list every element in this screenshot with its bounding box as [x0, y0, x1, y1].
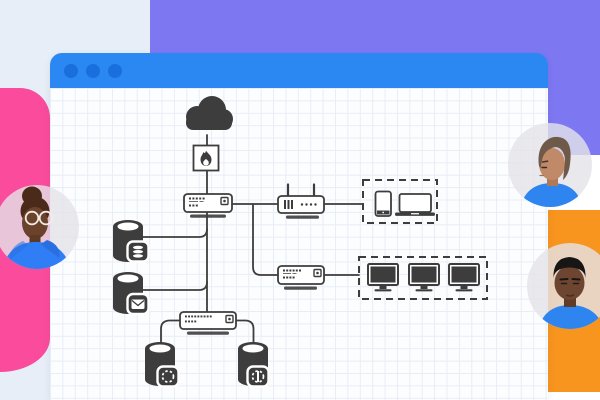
monitor-group[interactable] — [358, 256, 488, 300]
avatar-man-top — [508, 123, 592, 207]
database-dotted-icon[interactable] — [145, 342, 180, 388]
monitor-icon[interactable] — [367, 263, 399, 292]
database-mail-icon[interactable] — [113, 272, 150, 316]
edge-switch-icon[interactable] — [179, 311, 237, 335]
avatar-woman-art — [3, 186, 70, 269]
window-control-dot-2[interactable] — [86, 63, 100, 78]
browser-window — [50, 53, 548, 400]
connector-lines[interactable] — [142, 134, 364, 345]
lan-switch-icon[interactable] — [277, 265, 325, 290]
browser-titlebar — [50, 53, 548, 88]
database-disks-icon[interactable] — [113, 220, 150, 263]
firewall-flame-icon[interactable] — [192, 144, 220, 172]
endpoint-devices-group[interactable] — [362, 179, 438, 224]
diagram-canvas[interactable] — [50, 88, 548, 400]
dotted-circle-badge-icon — [156, 365, 180, 388]
mail-badge-icon — [126, 292, 150, 316]
avatar-man-bottom — [527, 243, 600, 329]
laptop-icon[interactable] — [395, 193, 435, 216]
window-control-dot-3[interactable] — [108, 63, 122, 78]
database-power-icon[interactable] — [238, 342, 270, 388]
cloud-icon[interactable] — [186, 96, 233, 130]
avatar-woman — [0, 185, 79, 269]
avatar-man-bottom-art — [539, 257, 600, 329]
smartphone-icon[interactable] — [374, 190, 392, 217]
core-switch-icon[interactable] — [183, 193, 233, 218]
dotted-power-badge-icon — [246, 365, 270, 388]
wireless-router-icon[interactable] — [277, 183, 325, 219]
monitor-icon[interactable] — [448, 263, 480, 292]
disks-badge-icon — [126, 240, 150, 263]
monitor-icon[interactable] — [408, 263, 440, 292]
window-control-dot-1[interactable] — [64, 63, 78, 78]
avatar-man-top-art — [521, 136, 582, 207]
